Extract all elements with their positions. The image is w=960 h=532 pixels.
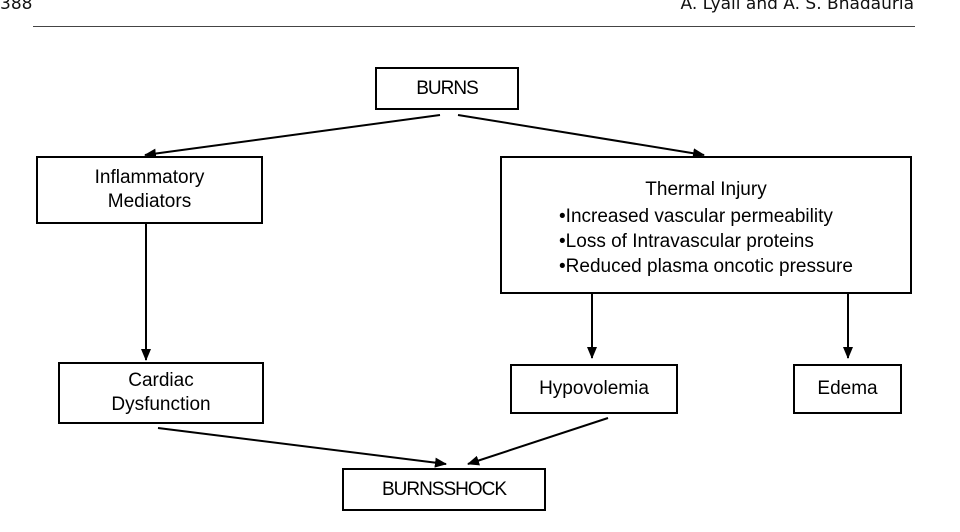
page-header: 388 A. Lyall and A. S. Bhadauria (0, 0, 960, 30)
node-edema-label: Edema (817, 378, 878, 399)
node-burns: BURNS (375, 67, 519, 110)
node-edema: Edema (793, 364, 902, 414)
node-cardiac-line1: Cardiac (128, 370, 194, 391)
node-burns-shock: BURNSSHOCK (342, 468, 546, 511)
node-burns-label: BURNS (416, 77, 479, 99)
page-number: 388 (0, 0, 33, 14)
node-inflammatory-line2: Mediators (107, 191, 192, 212)
node-inflammatory-mediators: Inflammatory Mediators (36, 156, 263, 224)
arrow-hypovolemia-to-shock (467, 417, 609, 466)
list-item: •Reduced plasma oncotic pressure (559, 256, 853, 277)
arrow-burns-to-inflammatory (144, 114, 441, 159)
thermal-effects-list: •Increased vascular permeability •Loss o… (559, 204, 853, 279)
node-hypovolemia: Hypovolemia (510, 364, 678, 414)
arrow-burns-to-thermal (457, 114, 705, 159)
node-cardiac-line2: Dysfunction (111, 394, 211, 415)
node-hypovolemia-label: Hypovolemia (539, 378, 649, 399)
node-cardiac-dysfunction: Cardiac Dysfunction (58, 362, 264, 424)
list-item: •Loss of Intravascular proteins (559, 231, 814, 252)
list-item: •Increased vascular permeability (559, 206, 833, 227)
running-head-authors: A. Lyall and A. S. Bhadauria (680, 0, 914, 14)
arrow-cardiac-to-shock (157, 427, 447, 468)
header-rule (33, 26, 915, 27)
node-thermal-title: Thermal Injury (645, 179, 767, 200)
node-inflammatory-line1: Inflammatory (94, 167, 205, 188)
node-thermal-injury: Thermal Injury •Increased vascular perme… (500, 156, 912, 294)
node-shock-label: BURNSSHOCK (381, 478, 507, 500)
